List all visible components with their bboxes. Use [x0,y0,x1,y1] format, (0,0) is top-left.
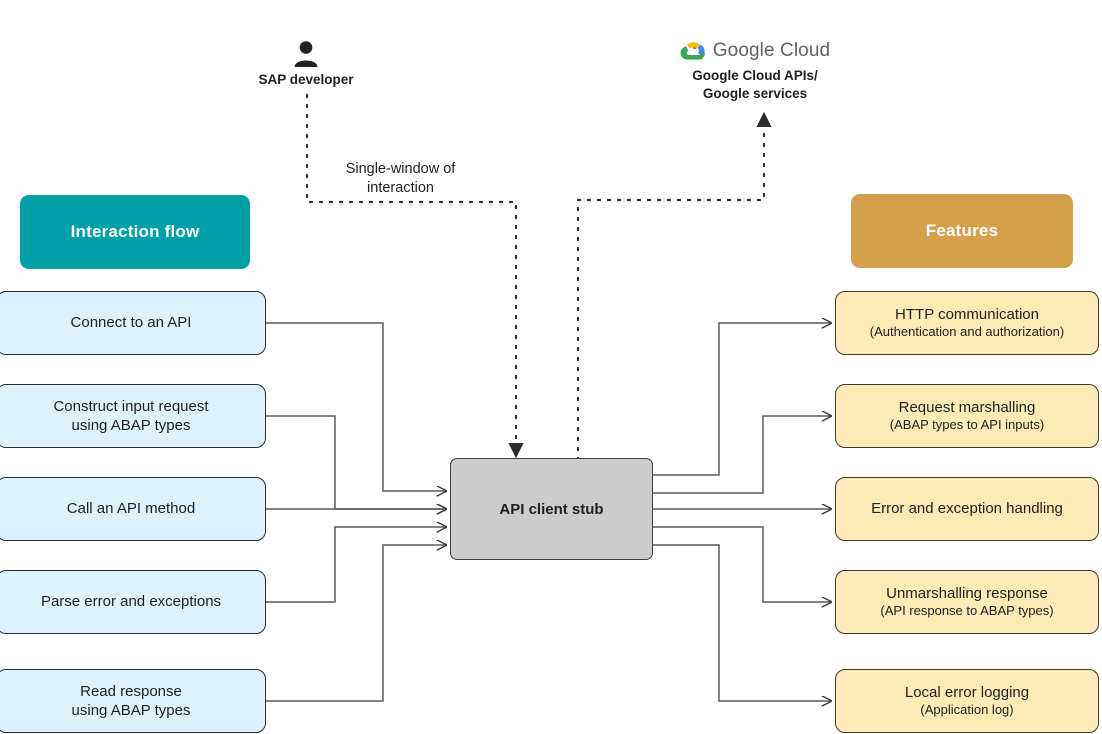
feature-box-http-communication[interactable]: HTTP communication (Authentication and a… [835,291,1099,355]
annotation-single-window-of-interaction: Single-window of interaction [323,160,478,199]
flow-box-parse-error-and-exceptions[interactable]: Parse error and exceptions [0,570,266,634]
node-api-client-stub[interactable]: API client stub [450,458,653,560]
node-api-client-stub-label: API client stub [499,500,604,518]
wire-read-to-stub [266,545,446,702]
feature-box-local-error-logging[interactable]: Local error logging (Application log) [835,669,1099,733]
wire-stub-to-request [653,416,831,494]
wire-construct-to-stub [266,415,446,509]
flow-box-connect-to-an-api[interactable]: Connect to an API [0,291,266,355]
feature-box-label: Local error logging [904,684,1030,702]
actor-google-cloud-label-line2: Google services [702,85,808,101]
feature-box-unmarshalling-response[interactable]: Unmarshalling response (API response to … [835,570,1099,634]
feature-box-sublabel: (API response to ABAP types) [880,603,1054,619]
feature-box-sublabel: (ABAP types to API inputs) [889,417,1045,433]
flow-box-call-an-api-method[interactable]: Call an API method [0,477,266,541]
actor-google-cloud: Google Cloud Google Cloud APIs/ Google s… [655,40,855,103]
header-features: Features [851,194,1073,268]
feature-box-request-marshalling[interactable]: Request marshalling (ABAP types to API i… [835,384,1099,448]
actor-sap-developer: SAP developer [232,40,380,87]
header-features-label: Features [925,221,999,240]
feature-box-label: Request marshalling [898,399,1036,417]
flow-box-construct-input-request[interactable]: Construct input request using ABAP types [0,384,266,448]
feature-box-label: HTTP communication [895,306,1039,324]
annotation-line2: interaction [367,180,434,197]
feature-box-sublabel: (Application log) [920,702,1014,718]
google-cloud-logo-icon [680,42,705,60]
annotation-line1: Single-window of [345,161,456,177]
flow-box-label: Connect to an API [70,314,192,332]
wire-stub-to-http [653,323,831,476]
wire-stub-to-google-cloud [576,111,772,462]
feature-box-label: Error and exception handling [871,500,1063,518]
wire-connect-to-stub [266,322,446,491]
actor-google-cloud-label: Google Cloud APIs/ Google services [655,67,855,103]
wire-stub-to-logging [653,544,831,701]
feature-box-sublabel: (Authentication and authorization) [869,324,1065,340]
header-interaction-flow-label: Interaction flow [70,222,200,241]
flow-box-label: Read response [80,682,182,700]
google-cloud-logo-row: Google Cloud [655,40,855,62]
flow-box-read-response[interactable]: Read response using ABAP types [0,669,266,733]
flow-box-sublabel: using ABAP types [71,702,191,719]
wire-sap-developer-to-stub [305,93,524,459]
feature-box-error-and-exception-handling[interactable]: Error and exception handling [835,477,1099,541]
actor-sap-developer-label: SAP developer [258,72,354,87]
flow-box-label: Call an API method [66,500,196,518]
flow-box-label: Parse error and exceptions [40,593,222,611]
wire-stub-to-unmarshal [653,526,831,602]
flow-box-sublabel: using ABAP types [71,417,191,434]
header-interaction-flow: Interaction flow [20,195,250,269]
wire-parse-to-stub [266,527,446,603]
feature-box-label: Unmarshalling response [886,585,1048,603]
actor-google-cloud-label-line1: Google Cloud APIs/ [692,68,818,83]
flow-box-label: Construct input request [53,397,209,415]
person-icon [294,41,318,67]
google-cloud-wordmark: Google Cloud [712,40,831,61]
